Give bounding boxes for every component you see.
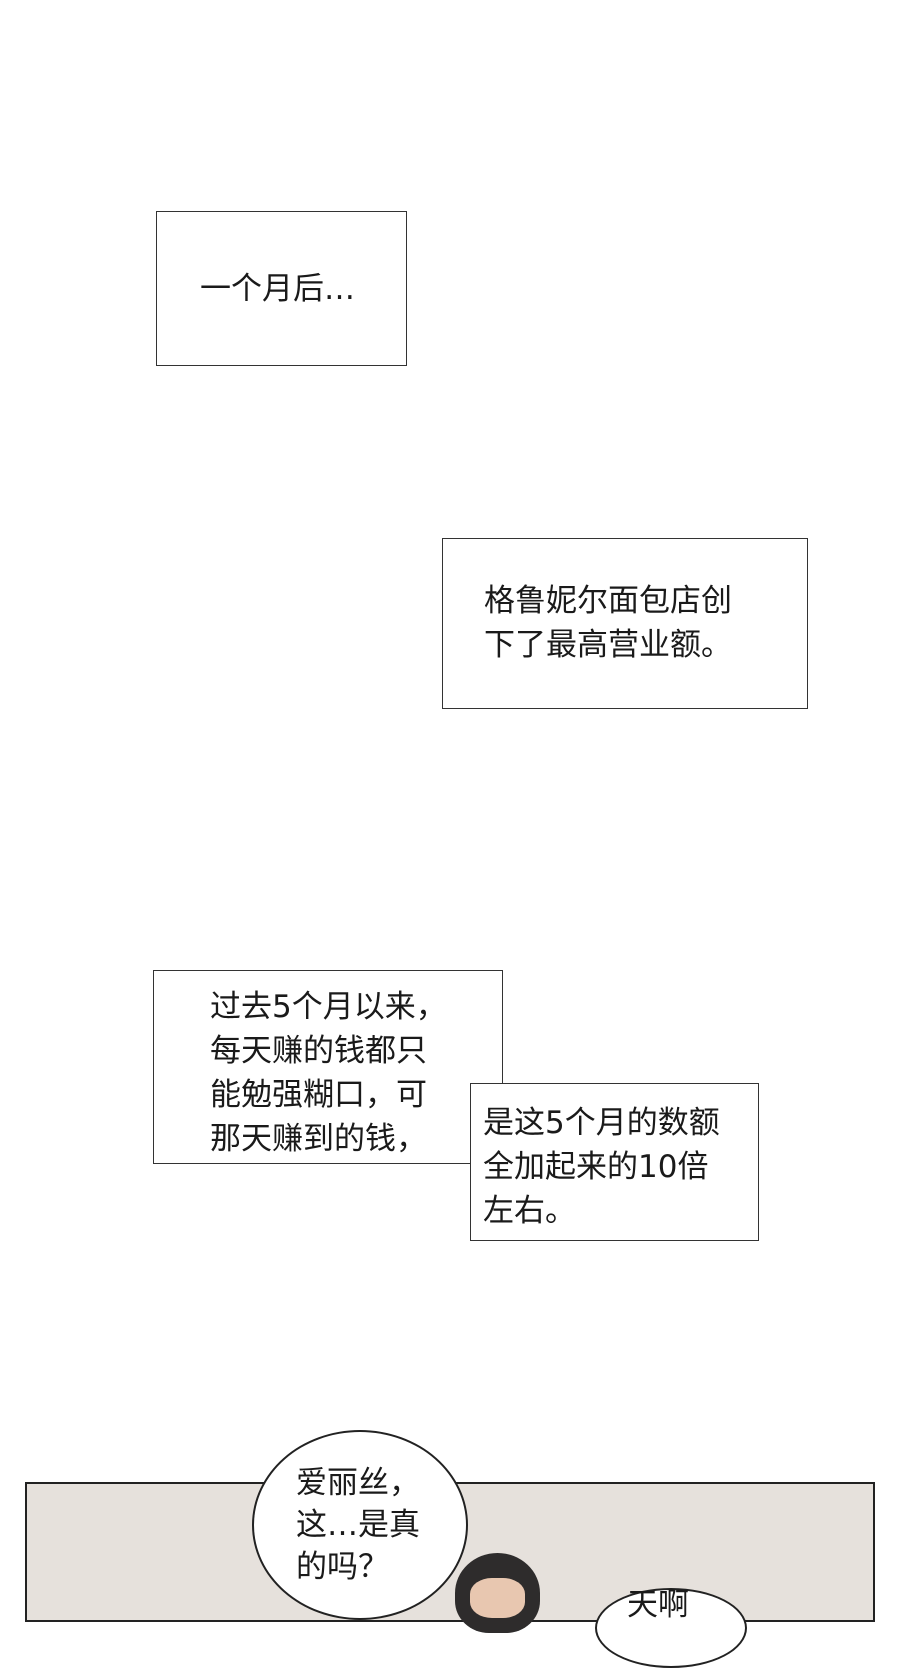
caption-text: 一个月后… xyxy=(200,267,355,311)
speech-bubble-text: 天啊 xyxy=(627,1584,689,1626)
caption-line: 一个月后… xyxy=(200,271,355,307)
caption-box-ten-times xyxy=(470,1083,759,1241)
caption-line: 能勉强糊口，可 xyxy=(210,1077,427,1113)
speech-line: 这…是真 xyxy=(296,1507,420,1543)
caption-box-one-month-later: 一个月后… xyxy=(156,211,407,366)
caption-line: 那天赚到的钱， xyxy=(210,1121,427,1157)
character-face xyxy=(470,1578,525,1618)
caption-line: 全加起来的10倍 xyxy=(483,1149,709,1185)
caption-line: 是这5个月的数额 xyxy=(483,1105,720,1141)
speech-line: 爱丽丝， xyxy=(296,1465,420,1501)
caption-line: 每天赚的钱都只 xyxy=(210,1033,427,1069)
caption-box-past-five-months xyxy=(153,970,503,1164)
caption-text-past-five-months: 过去5个月以来， 每天赚的钱都只 能勉强糊口，可 那天赚到的钱， xyxy=(210,985,447,1161)
caption-line: 格鲁妮尔面包店创 xyxy=(484,583,732,619)
caption-box-record-sales: 格鲁妮尔面包店创 下了最高营业额。 xyxy=(442,538,808,709)
speech-bubble-text: 爱丽丝， 这…是真 的吗？ xyxy=(296,1462,420,1588)
speech-line: 的吗？ xyxy=(296,1549,389,1585)
caption-text: 格鲁妮尔面包店创 下了最高营业额。 xyxy=(484,579,732,667)
caption-line: 过去5个月以来， xyxy=(210,989,447,1025)
caption-text-ten-times: 是这5个月的数额 全加起来的10倍 左右。 xyxy=(483,1101,720,1233)
caption-line: 左右。 xyxy=(483,1193,576,1229)
speech-bubble-alice-question xyxy=(252,1430,468,1620)
caption-line: 下了最高营业额。 xyxy=(484,627,732,663)
speech-line: 天啊 xyxy=(627,1587,689,1623)
